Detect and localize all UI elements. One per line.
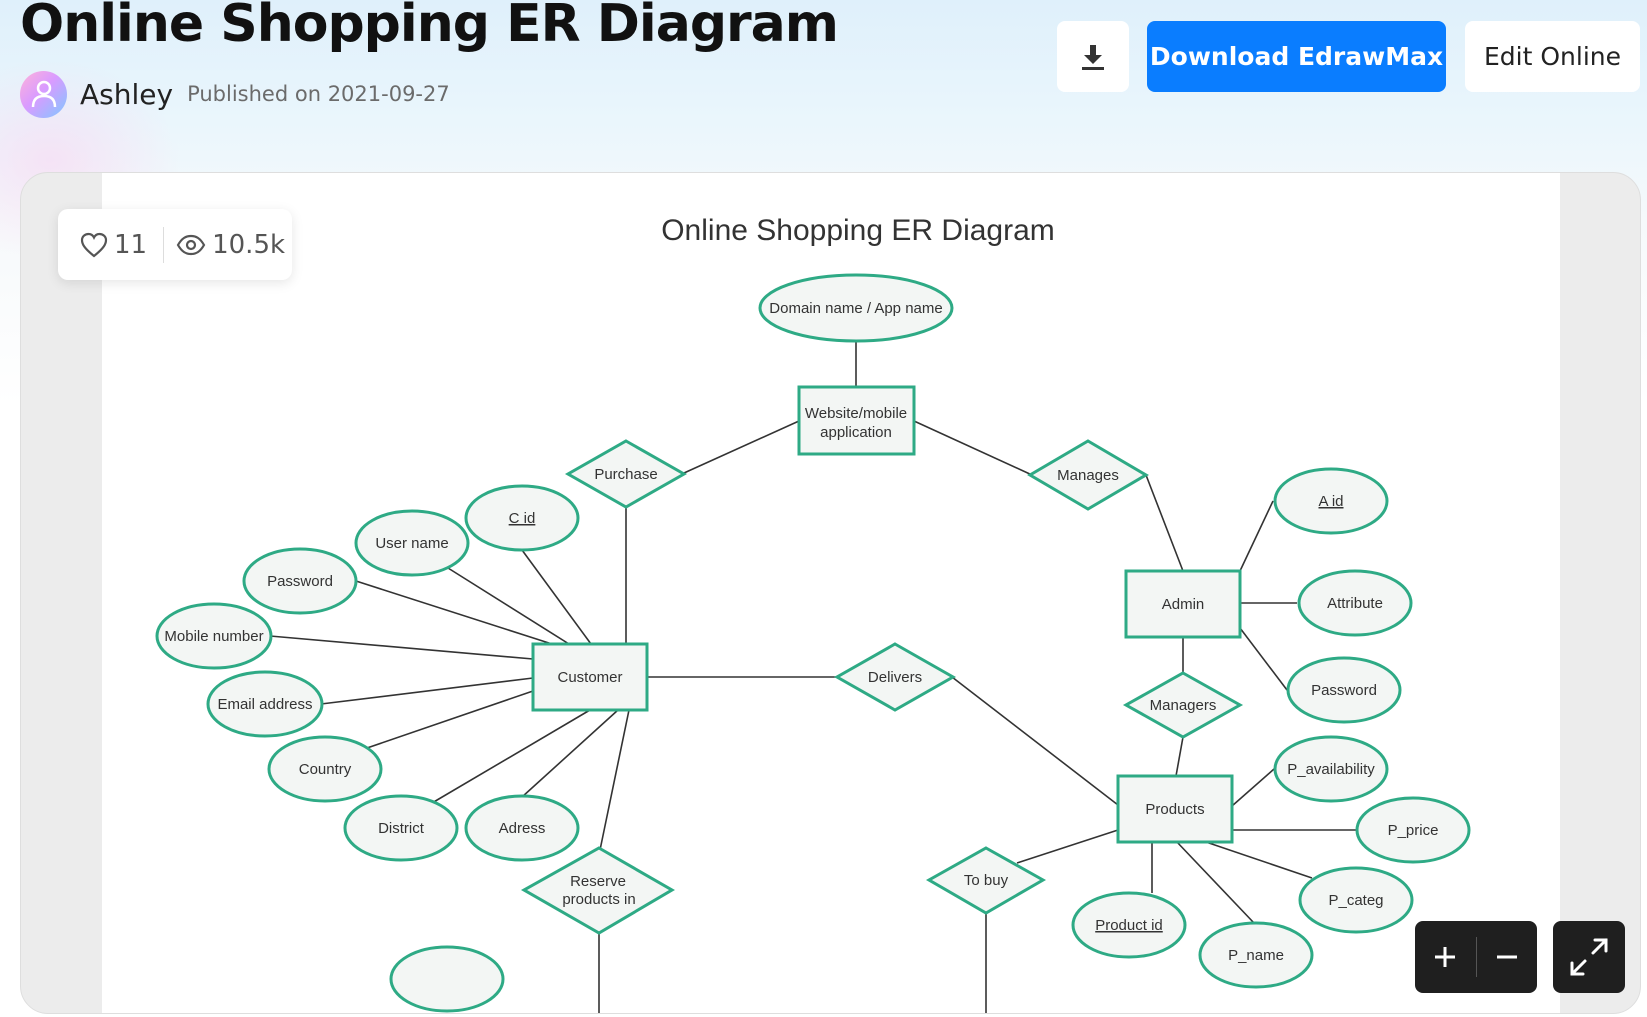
connector-lines xyxy=(269,341,1356,1013)
stats-card: 11 10.5k xyxy=(58,209,292,280)
attr-p-name xyxy=(1198,921,1314,989)
attr-adress xyxy=(464,794,580,862)
svg-text:Products: Products xyxy=(1145,801,1204,818)
attr-c-id xyxy=(464,484,580,552)
entity-admin: Admin xyxy=(1124,569,1242,639)
views-count: 10.5k xyxy=(212,229,286,260)
svg-text:Adress: Adress xyxy=(499,820,546,837)
fullscreen-button[interactable] xyxy=(1553,921,1625,993)
attr-p-availability xyxy=(1273,735,1389,803)
attr-admin-password xyxy=(1286,656,1402,724)
svg-text:Managers: Managers xyxy=(1150,697,1217,714)
attr-mobile xyxy=(155,602,273,670)
svg-text:C id: C id xyxy=(509,510,536,527)
attr-domain xyxy=(758,273,954,343)
relationship-managers xyxy=(1122,671,1244,739)
svg-text:Mobile number: Mobile number xyxy=(164,628,263,645)
attr-a-id xyxy=(1273,467,1389,535)
attr-email xyxy=(206,670,324,738)
svg-text:P_availability: P_availability xyxy=(1287,761,1375,778)
attr-product-id xyxy=(1071,891,1187,959)
author-name[interactable]: Ashley xyxy=(80,77,174,111)
relationship-labels: Purchase Manages Delivers Managers Reser… xyxy=(562,466,1216,908)
svg-text:application: application xyxy=(820,424,892,441)
svg-text:Admin: Admin xyxy=(1162,596,1205,613)
svg-text:To buy: To buy xyxy=(964,872,1009,889)
user-icon xyxy=(31,80,56,108)
zoom-out-button[interactable] xyxy=(1476,921,1537,993)
zoom-divider xyxy=(1475,937,1477,977)
download-icon xyxy=(1082,44,1104,70)
stats-divider xyxy=(163,226,165,263)
relationship-to-buy xyxy=(925,846,1047,915)
svg-text:Delivers: Delivers xyxy=(868,669,922,686)
fullscreen-icon xyxy=(1570,938,1608,976)
eye-icon xyxy=(176,234,206,255)
svg-text:Product id: Product id xyxy=(1095,917,1163,934)
attr-district xyxy=(343,794,459,862)
zoom-controls xyxy=(1415,921,1537,993)
author-info: Ashley Published on 2021-09-27 xyxy=(20,70,450,118)
relationship-delivers xyxy=(833,642,957,712)
attr-country xyxy=(267,735,383,803)
er-diagram: Online Shopping ER Diagram Website/mobil… xyxy=(155,214,1471,1013)
attr-partial xyxy=(389,945,505,1013)
edit-online-button[interactable]: Edit Online xyxy=(1465,21,1640,92)
zoom-in-icon xyxy=(1435,947,1456,967)
svg-text:P_price: P_price xyxy=(1388,822,1439,839)
download-icon-button[interactable] xyxy=(1057,21,1129,92)
svg-text:Attribute: Attribute xyxy=(1327,595,1383,612)
svg-text:Reserve: Reserve xyxy=(570,873,626,890)
svg-text:Country: Country xyxy=(299,761,352,778)
views-counter: 10.5k xyxy=(176,230,285,260)
zoom-in-button[interactable] xyxy=(1415,921,1476,993)
svg-text:A id: A id xyxy=(1318,493,1343,510)
svg-text:P_categ: P_categ xyxy=(1328,892,1383,909)
attr-p-price xyxy=(1355,796,1471,864)
attr-password xyxy=(242,547,358,615)
attr-attribute xyxy=(1297,569,1413,637)
heart-icon xyxy=(80,232,108,257)
avatar[interactable] xyxy=(20,70,67,118)
svg-text:Domain name / App name: Domain name / App name xyxy=(769,300,942,317)
entity-customer: Customer xyxy=(531,642,649,712)
likes-count: 11 xyxy=(114,229,148,260)
entity-products: Products xyxy=(1116,774,1234,844)
svg-text:Password: Password xyxy=(267,573,333,590)
svg-text:Manages: Manages xyxy=(1057,467,1119,484)
diagram-viewer[interactable]: Online Shopping ER Diagram Website/mobil… xyxy=(20,172,1641,1014)
diagram-title: Online Shopping ER Diagram xyxy=(661,214,1055,247)
svg-text:products in: products in xyxy=(562,891,635,908)
attr-user-name xyxy=(354,509,470,577)
download-edrawmax-button[interactable]: Download EdrawMax xyxy=(1147,21,1446,92)
svg-text:District: District xyxy=(378,820,425,837)
attribute-labels: Domain name / App name C id User name Pa… xyxy=(164,300,1438,964)
relationship-manages xyxy=(1027,439,1149,511)
likes-counter[interactable]: 11 xyxy=(80,230,147,260)
published-date: Published on 2021-09-27 xyxy=(187,82,450,106)
relationship-reserve xyxy=(520,846,675,935)
attr-p-categ xyxy=(1298,866,1414,934)
svg-text:Password: Password xyxy=(1311,682,1377,699)
zoom-out-icon xyxy=(1496,955,1517,959)
attributes xyxy=(155,273,1471,1013)
page-title: Online Shopping ER Diagram xyxy=(20,0,839,54)
svg-text:Purchase: Purchase xyxy=(594,466,657,483)
svg-text:User name: User name xyxy=(375,535,448,552)
svg-text:Email address: Email address xyxy=(217,696,312,713)
relationships xyxy=(520,439,1244,935)
svg-text:Customer: Customer xyxy=(557,669,622,686)
svg-text:Website/mobile: Website/mobile xyxy=(805,405,907,422)
svg-text:P_name: P_name xyxy=(1228,947,1284,964)
relationship-purchase xyxy=(564,439,688,509)
entity-website: Website/mobile application xyxy=(797,385,916,456)
